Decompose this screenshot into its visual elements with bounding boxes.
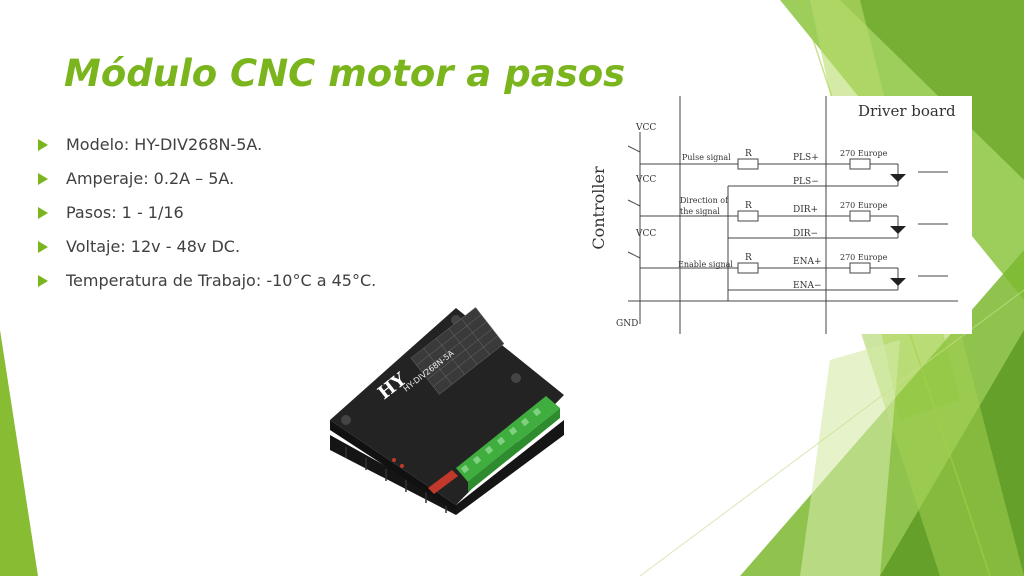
heatsink — [330, 420, 564, 515]
vcc-label: VCC — [635, 175, 656, 185]
dip-switch — [428, 470, 458, 494]
controller-label: Controller — [589, 166, 608, 250]
pin-label: PLS+ — [793, 153, 819, 163]
pin-label: ENA+ — [793, 257, 822, 267]
slide-title: Módulo CNC motor a pasos — [64, 52, 626, 95]
spec-text: Voltaje: 12v - 48v DC. — [66, 237, 241, 256]
direction-signal-label: the signal — [680, 207, 720, 216]
spec-text: Temperatura de Trabajo: -10°C a 45°C. — [66, 271, 377, 290]
spec-item-temperature: Temperatura de Trabajo: -10°C a 45°C. — [38, 264, 376, 298]
enable-signal-label: Enable signal — [678, 260, 733, 269]
spec-text: Pasos: 1 - 1/16 — [66, 203, 184, 222]
pin-label: ENA− — [793, 281, 822, 291]
driver-board-label: Driver board — [858, 102, 956, 120]
bullet-arrow-icon — [38, 207, 48, 219]
resistor2-label: 270 Europe — [840, 149, 888, 158]
bullet-arrow-icon — [38, 241, 48, 253]
spec-text: Modelo: HY-DIV268N-5A. — [66, 135, 263, 154]
vcc-label: VCC — [635, 229, 656, 239]
resistor2-label: 270 Europe — [840, 201, 888, 210]
resistor-label: R — [745, 149, 752, 159]
resistor2-label: 270 Europe — [840, 253, 888, 262]
pin-label: PLS− — [793, 177, 819, 187]
bullet-arrow-icon — [38, 173, 48, 185]
terminal-block — [456, 396, 560, 492]
pin-label: DIR+ — [793, 205, 818, 215]
spec-item-steps: Pasos: 1 - 1/16 — [38, 196, 376, 230]
info-grid — [410, 307, 505, 395]
spec-item-voltage: Voltaje: 12v - 48v DC. — [38, 230, 376, 264]
vcc-label: VCC — [635, 123, 656, 133]
spec-text: Amperaje: 0.2A – 5A. — [66, 169, 235, 188]
pin-label: DIR− — [793, 229, 818, 239]
bullet-arrow-icon — [38, 139, 48, 151]
stepper-driver-module: HY HY-DIV268N-5A — [330, 307, 564, 515]
direction-signal-label: Direction of — [680, 196, 729, 205]
gnd-label: GND — [616, 319, 638, 329]
wiring-schematic: Controller Driver board VCC VCC VCC GND … — [588, 96, 972, 334]
spec-item-model: Modelo: HY-DIV268N-5A. — [38, 128, 376, 162]
resistor-label: R — [745, 201, 752, 211]
pulse-signal-label: Pulse signal — [682, 153, 731, 162]
spec-item-current: Amperaje: 0.2A – 5A. — [38, 162, 376, 196]
device-body — [330, 308, 564, 505]
resistor-label: R — [745, 253, 752, 263]
spec-list: Modelo: HY-DIV268N-5A. Amperaje: 0.2A – … — [38, 128, 376, 298]
bullet-arrow-icon — [38, 275, 48, 287]
